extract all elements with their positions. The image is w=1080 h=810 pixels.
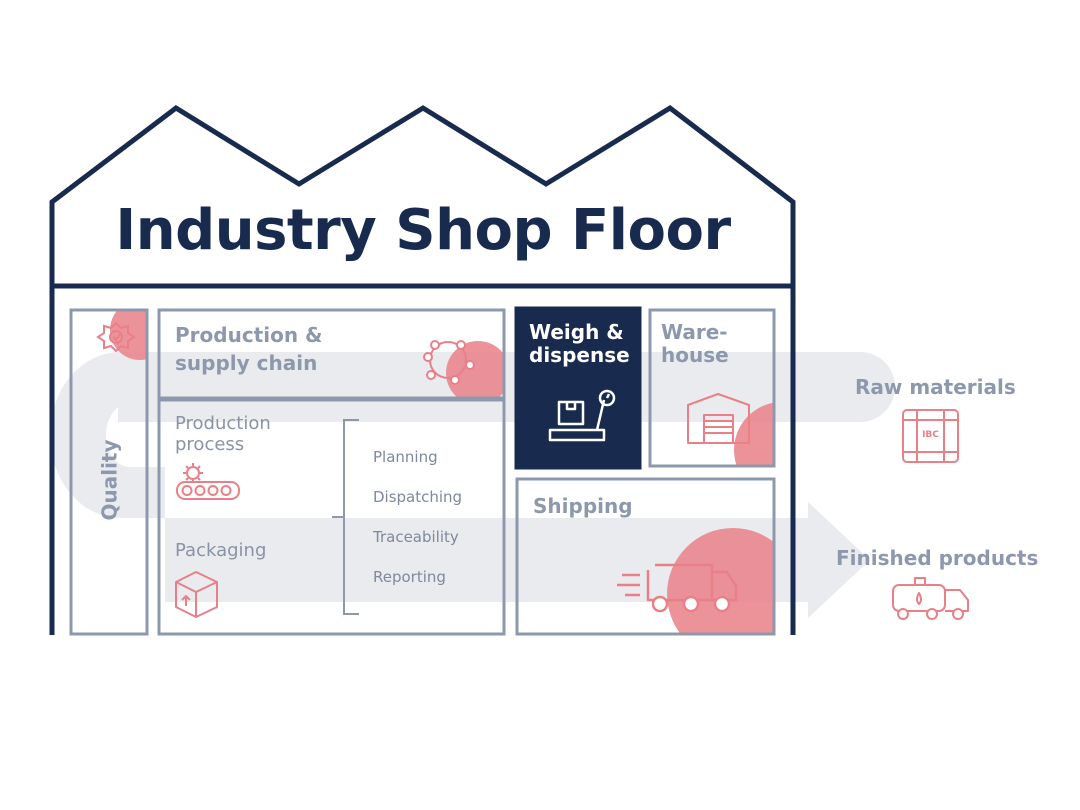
warehouse-label-line1: Ware-	[661, 320, 728, 344]
quality-box	[69, 308, 149, 636]
supply-chain-network-icon	[423, 340, 475, 385]
quality-label: Quality	[97, 439, 122, 521]
quality-badge-icon	[96, 321, 136, 353]
production-supply-box	[157, 308, 506, 400]
diagram-title: Industry Shop Floor	[115, 198, 731, 263]
warehouse-building-icon	[687, 393, 750, 444]
function-item-dispatching: Dispatching	[373, 488, 463, 506]
function-item-traceability: Traceability	[373, 528, 459, 546]
production-process-label-line1: Production	[175, 413, 271, 434]
production-supply-label-line2: supply chain	[175, 351, 318, 375]
warehouse-box	[648, 308, 776, 468]
upper-flow-band	[118, 352, 895, 422]
weigh-dispense-box	[514, 306, 642, 470]
packaging-label: Packaging	[175, 540, 267, 561]
function-item-reporting: Reporting	[373, 568, 446, 586]
ibc-tag: IBC	[922, 430, 939, 440]
shipping-label: Shipping	[533, 494, 633, 518]
weigh-dispense-label-line1: Weigh &	[529, 320, 624, 344]
ibc-container-icon	[902, 409, 959, 463]
building-outline	[49, 104, 796, 635]
weigh-dispense-label-line2: dispense	[529, 343, 630, 367]
raw-materials-label: Raw materials	[855, 375, 1016, 399]
production-supply-label-line1: Production &	[175, 323, 323, 347]
u-turn-flow-band	[50, 352, 165, 518]
function-item-planning: Planning	[373, 448, 438, 466]
production-process-box	[157, 398, 506, 636]
finished-products-label: Finished products	[836, 546, 1039, 570]
functions-bracket	[332, 419, 359, 615]
conveyor-belt-icon	[176, 463, 240, 500]
room-boxes	[69, 306, 776, 636]
production-process-label-line2: process	[175, 434, 245, 455]
package-box-icon	[175, 571, 218, 618]
tanker-truck-icon	[892, 577, 969, 620]
warehouse-label-line2: house	[661, 343, 729, 367]
weighing-scale-icon	[548, 389, 616, 442]
delivery-truck-icon	[617, 563, 738, 613]
shipping-box	[515, 477, 776, 636]
